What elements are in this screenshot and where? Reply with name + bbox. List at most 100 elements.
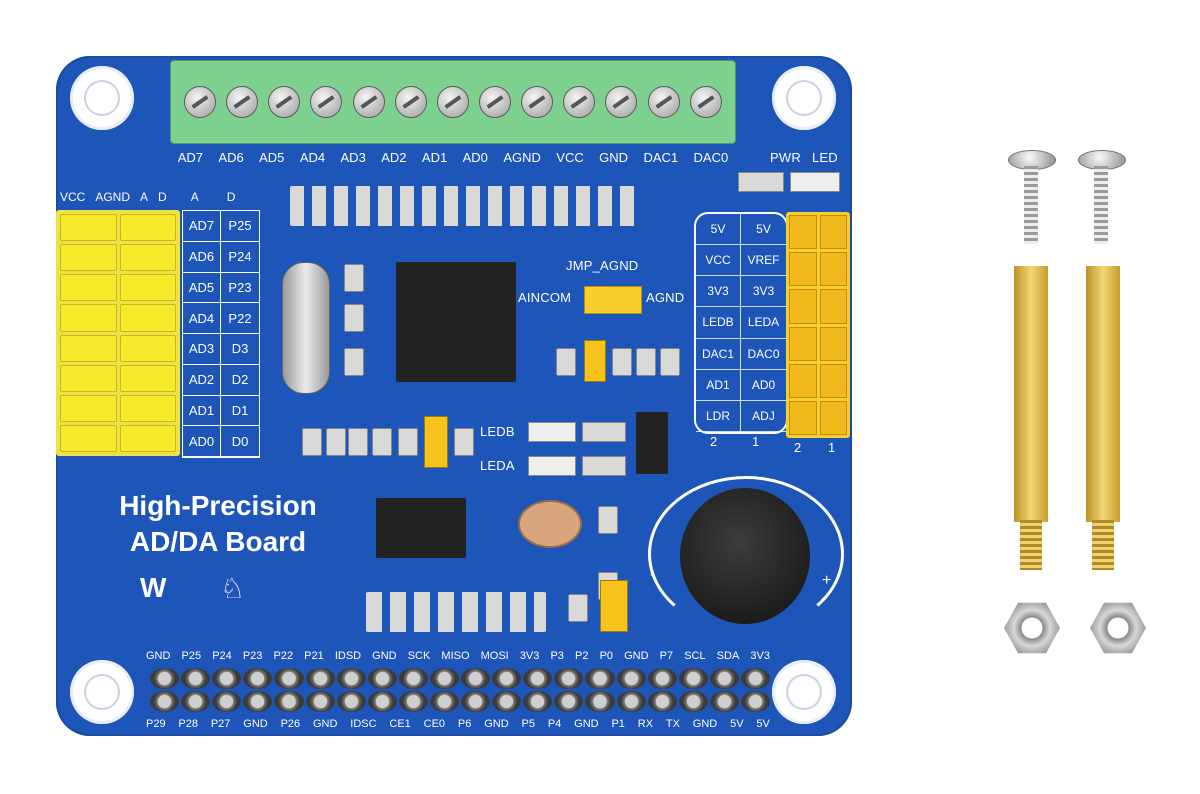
- gpio-label: P6: [457, 718, 472, 730]
- smd-component: [454, 428, 474, 456]
- gpio-pin: [274, 691, 304, 712]
- pin-pair: [60, 424, 117, 452]
- smd-resistor: [582, 456, 626, 476]
- terminal-labels: AD7 AD6 AD5 AD4 AD3 AD2 AD1 AD0 AGND VCC…: [170, 150, 736, 165]
- leda: [528, 456, 576, 476]
- screw-thread: [1094, 166, 1108, 244]
- gpio-label: P26: [280, 718, 301, 730]
- board-title: High-Precision AD/DA Board: [88, 488, 348, 560]
- tantalum-capacitor: [600, 580, 628, 632]
- gpio-label: GND: [146, 650, 171, 662]
- gpio-pin: [150, 691, 180, 712]
- gpio-pin: [181, 668, 211, 689]
- mount-hole-top-right: [772, 66, 836, 130]
- pin-pair: [119, 304, 176, 332]
- jumper-cell: LEDA: [741, 307, 786, 339]
- jumper-label: JMP_AGND: [566, 258, 639, 273]
- gpio-label: P28: [178, 718, 198, 730]
- gpio-label: CE1: [389, 718, 411, 730]
- gpio-label: IDSC: [350, 718, 377, 730]
- gpio-pin: [398, 691, 428, 712]
- gpio-label: MISO: [441, 650, 470, 662]
- jumper-cell: AD1: [696, 369, 741, 401]
- terminal-screw: [479, 86, 512, 118]
- gpio-label: SCK: [407, 650, 431, 662]
- gpio-pin: [492, 691, 522, 712]
- gpio-label: P3: [550, 650, 564, 662]
- pin-pair: [119, 214, 176, 242]
- smd-component: [568, 594, 588, 622]
- potentiometer-knob: [680, 488, 810, 624]
- pin-pair: [60, 274, 117, 302]
- smd-component: [598, 506, 618, 534]
- mount-hole-bottom-left: [70, 660, 134, 724]
- gpio-label: P22: [273, 650, 294, 662]
- gpio-label: GND: [692, 718, 718, 730]
- pwr-label: PWR: [770, 150, 801, 165]
- gpio-label: MOSI: [480, 650, 509, 662]
- gpio-label: P24: [212, 650, 232, 662]
- gpio-header: [150, 668, 770, 712]
- jumper-cell: DAC1: [696, 338, 741, 370]
- pwr-led: [790, 172, 840, 192]
- smd-component: [636, 348, 656, 376]
- gpio-label: P27: [210, 718, 231, 730]
- gpio-label: P25: [181, 650, 202, 662]
- smd-component: [344, 304, 364, 332]
- pin-cell: AD1: [183, 395, 221, 427]
- gpio-label: TX: [665, 718, 680, 730]
- gpio-pin: [150, 668, 180, 689]
- terminal-label: GND: [599, 150, 629, 165]
- terminal-screw: [352, 86, 385, 118]
- pin-cell: P22: [221, 303, 259, 334]
- terminal-label: DAC0: [693, 150, 729, 165]
- board-title-line2: AD/DA Board: [129, 526, 307, 557]
- header-label: A: [190, 190, 199, 204]
- yellow-pin-header: [56, 210, 180, 456]
- header-label: VCC: [60, 190, 86, 204]
- terminal-screw: [310, 86, 343, 118]
- gpio-pin: [305, 668, 335, 689]
- pin-pair: [60, 364, 117, 392]
- gpio-label: P5: [521, 718, 535, 730]
- pin-cell: D1: [221, 396, 259, 427]
- pin-cell: P24: [221, 242, 259, 273]
- gpio-label: SCL: [684, 650, 706, 662]
- pin-cell: D0: [221, 426, 259, 457]
- jumper-cell: 3V3: [741, 276, 786, 308]
- gpio-pin: [336, 691, 366, 712]
- gpio-pin: [647, 691, 677, 712]
- gpio-label: GND: [372, 650, 397, 662]
- terminal-screw: [563, 86, 596, 118]
- jumper-cap: [819, 363, 847, 398]
- jumper-col-num: 1: [828, 440, 836, 455]
- tantalum-capacitor: [424, 416, 448, 468]
- adc-chip: [396, 262, 516, 382]
- pin-cell: AD0: [183, 426, 221, 457]
- smd-component: [612, 348, 632, 376]
- gpio-label: SDA: [716, 650, 740, 662]
- gpio-label: P1: [611, 718, 625, 730]
- gpio-pin: [181, 691, 211, 712]
- terminal-label: AGND: [503, 150, 541, 165]
- pin-pair: [60, 304, 117, 332]
- crystal-oscillator: [282, 262, 330, 394]
- gpio-pin: [678, 691, 708, 712]
- screw-terminal-block: [170, 60, 736, 144]
- smd-component: [326, 428, 346, 456]
- gpio-pin: [585, 668, 615, 689]
- led-label: LED: [812, 150, 838, 165]
- terminal-screw: [184, 86, 217, 118]
- jumper-cell: LDR: [696, 400, 741, 432]
- pin-pair: [60, 334, 117, 362]
- gpio-pin: [616, 691, 646, 712]
- pin-pair: [119, 334, 176, 362]
- gpio-pin: [429, 691, 459, 712]
- jumper-col-num: 1: [752, 434, 760, 449]
- mascot-icon: ♘: [220, 573, 246, 604]
- gpio-label: 5V: [756, 718, 770, 730]
- potentiometer-arc: [648, 476, 844, 632]
- terminal-screw: [268, 86, 301, 118]
- jumper-cap: [789, 215, 817, 250]
- jumper-cell: 5V: [741, 214, 786, 246]
